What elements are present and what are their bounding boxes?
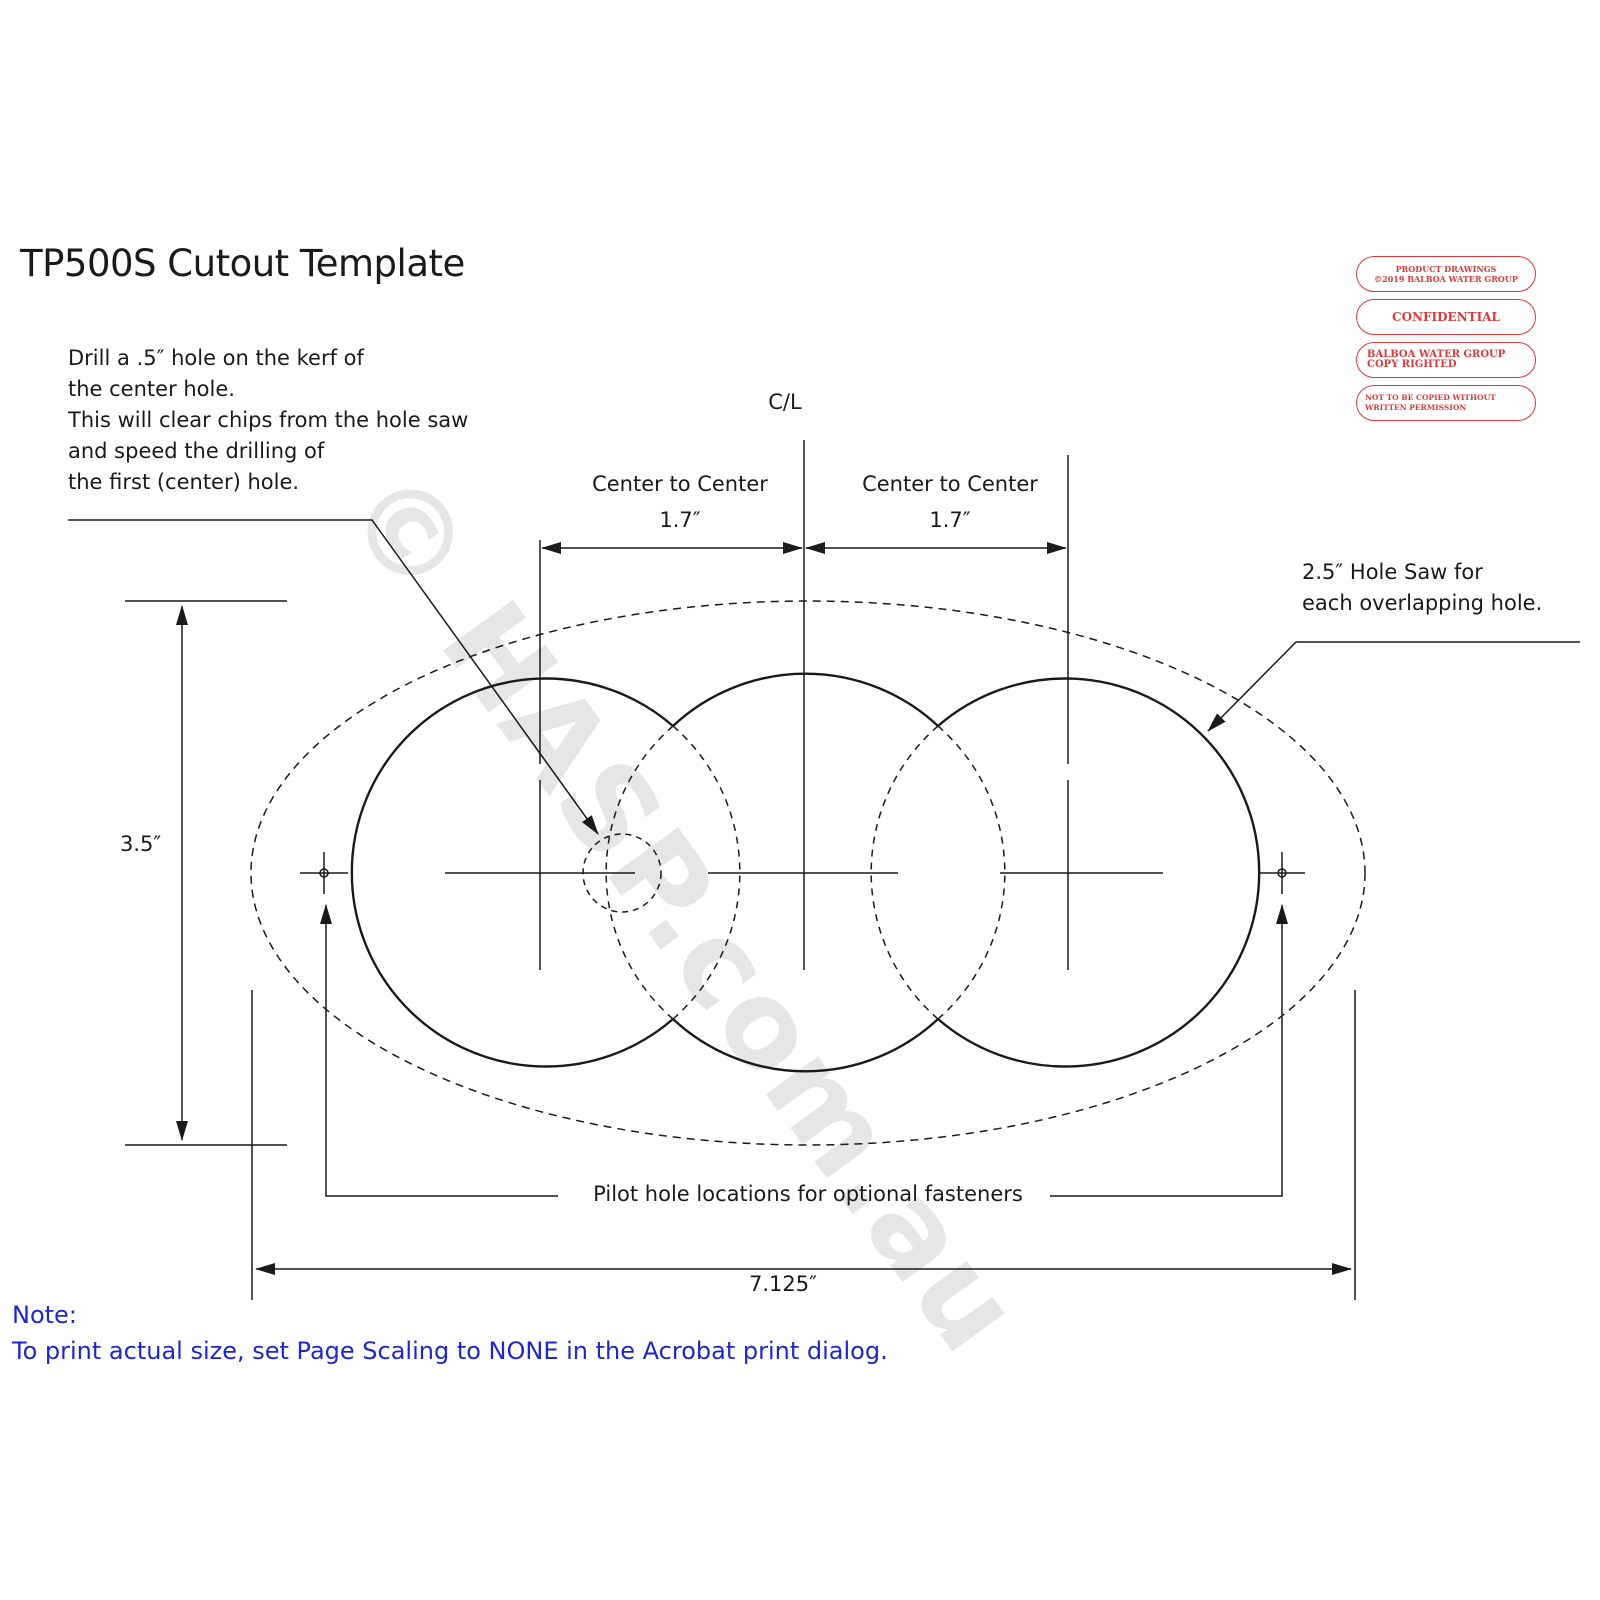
c2c-right-label: Center to Center 1.7″ xyxy=(862,466,1038,538)
drill-note-line: Drill a .5″ hole on the kerf of xyxy=(68,346,364,370)
drill-note-line: This will clear chips from the hole saw xyxy=(68,408,469,432)
print-note: Note: To print actual size, set Page Sca… xyxy=(12,1297,888,1369)
c2c-left-value: 1.7″ xyxy=(659,508,701,532)
pilot-note: Pilot hole locations for optional fasten… xyxy=(593,1182,1023,1206)
stamp-copy-righted: BALBOA WATER GROUP COPY RIGHTED xyxy=(1356,342,1536,378)
print-note-text: To print actual size, set Page Scaling t… xyxy=(12,1337,888,1365)
stamp-confidential: CONFIDENTIAL xyxy=(1356,299,1536,335)
centerline-label: C/L xyxy=(768,390,802,414)
width-dimension-label: 7.125″ xyxy=(749,1272,817,1296)
crosshairs xyxy=(445,780,1163,970)
hole-saw-note-line: 2.5″ Hole Saw for xyxy=(1302,560,1483,584)
stamp-product-drawings: PRODUCT DRAWINGS ©2019 BALBOA WATER GROU… xyxy=(1356,256,1536,292)
drill-note-line: and speed the drilling of xyxy=(68,439,325,463)
drill-note-line: the first (center) hole. xyxy=(68,470,300,494)
pilot-hole-right xyxy=(1258,852,1305,894)
center-circle-hidden-arc-right xyxy=(937,725,1006,1020)
pilot-hole-left xyxy=(300,852,348,894)
c2c-right-title: Center to Center xyxy=(862,472,1038,496)
drill-note-line: the center hole. xyxy=(68,377,235,401)
c2c-left-label: Center to Center 1.7″ xyxy=(592,466,768,538)
stamp-group: PRODUCT DRAWINGS ©2019 BALBOA WATER GROU… xyxy=(1356,256,1536,428)
outer-cutout-oval xyxy=(250,600,1366,1146)
hole-saw-note-line: each overlapping hole. xyxy=(1302,591,1543,615)
drill-note: Drill a .5″ hole on the kerf of the cent… xyxy=(68,343,468,498)
c2c-right-value: 1.7″ xyxy=(929,508,971,532)
center-circle-bottom xyxy=(672,1018,939,1073)
pilot-leader-left xyxy=(320,904,558,1197)
height-dimension-label: 3.5″ xyxy=(120,832,162,856)
hole-saw-note: 2.5″ Hole Saw for each overlapping hole. xyxy=(1302,557,1542,619)
print-note-heading: Note: xyxy=(12,1301,77,1329)
center-circle-top xyxy=(672,672,939,727)
page-title: TP500S Cutout Template xyxy=(20,242,465,285)
left-circle xyxy=(350,677,674,1068)
pilot-leader-right xyxy=(1050,904,1288,1197)
stamp-not-copied: NOT TO BE COPIED WITHOUT WRITTEN PERMISS… xyxy=(1356,385,1536,421)
c2c-left-title: Center to Center xyxy=(592,472,768,496)
drill-note-leader xyxy=(68,519,599,835)
hole-saw-leader xyxy=(1207,641,1580,732)
